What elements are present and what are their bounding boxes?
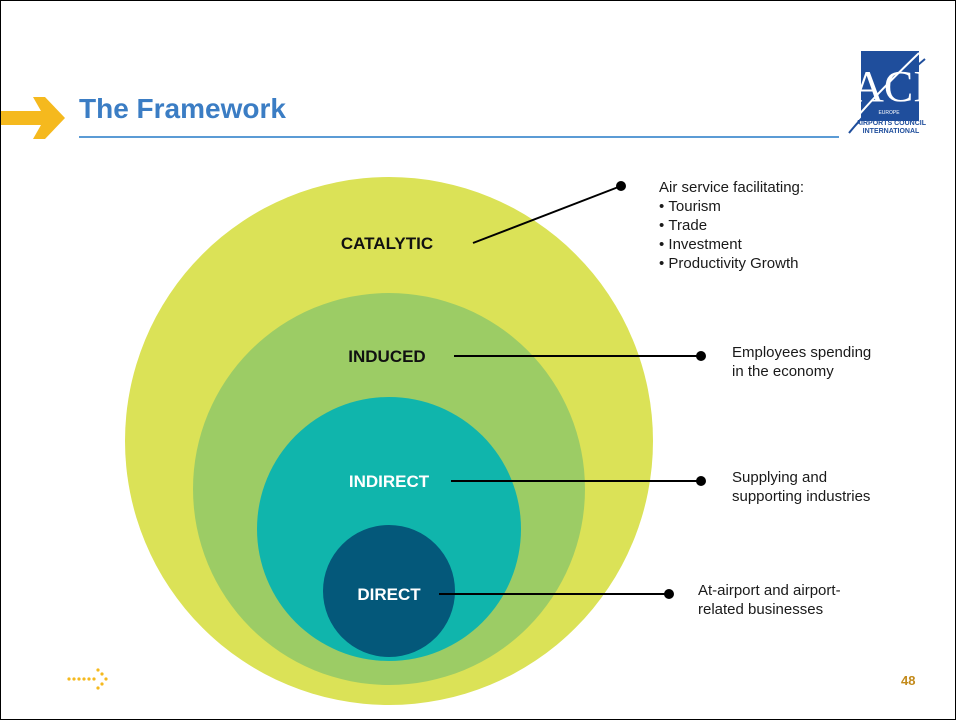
list-item: Investment	[659, 235, 804, 254]
catalytic-list: Tourism Trade Investment Productivity Gr…	[659, 197, 804, 273]
direct-description: At-airport and airport- related business…	[698, 581, 841, 619]
catalytic-description: Air service facilitating: Tourism Trade …	[659, 178, 804, 273]
logo-org-line1: AIRPORTS COUNCIL	[856, 120, 926, 127]
direct-connector-dot	[664, 589, 674, 599]
logo-org-line2: INTERNATIONAL	[862, 128, 920, 135]
induced-line1: Employees spending	[732, 344, 872, 361]
direct-label: DIRECT	[357, 585, 421, 604]
logo-org-name: AIRPORTS COUNCIL INTERNATIONAL	[839, 120, 943, 136]
catalytic-label: CATALYTIC	[341, 234, 433, 253]
dotted-arrow-icon	[67, 668, 108, 690]
list-item: Productivity Growth	[659, 254, 804, 273]
direct-line1: At-airport and airport-	[698, 582, 841, 599]
indirect-line2: supporting industries	[732, 488, 871, 505]
induced-line2: in the economy	[732, 363, 834, 380]
list-item: Tourism	[659, 197, 804, 216]
list-item: Trade	[659, 216, 804, 235]
indirect-description: Supplying and supporting industries	[732, 468, 870, 506]
indirect-line1: Supplying and	[732, 469, 828, 486]
title-divider	[79, 136, 839, 138]
indirect-label: INDIRECT	[349, 472, 430, 491]
catalytic-connector	[472, 185, 622, 244]
induced-connector-dot	[696, 351, 706, 361]
direct-ring	[323, 525, 455, 657]
direct-line2: related businesses	[698, 601, 824, 618]
logo-europe-text: EUROPE	[878, 110, 900, 116]
logo-letters: ACI	[852, 62, 928, 111]
induced-label: INDUCED	[348, 347, 425, 366]
catalytic-heading: Air service facilitating:	[659, 179, 805, 196]
page-number: 48	[901, 673, 916, 688]
indirect-connector-dot	[696, 476, 706, 486]
induced-description: Employees spending in the economy	[732, 343, 871, 381]
catalytic-connector-dot	[616, 181, 626, 191]
aci-logo: ACI	[846, 51, 928, 134]
arrow-right-icon	[1, 97, 65, 139]
page-title: The Framework	[79, 93, 286, 124]
